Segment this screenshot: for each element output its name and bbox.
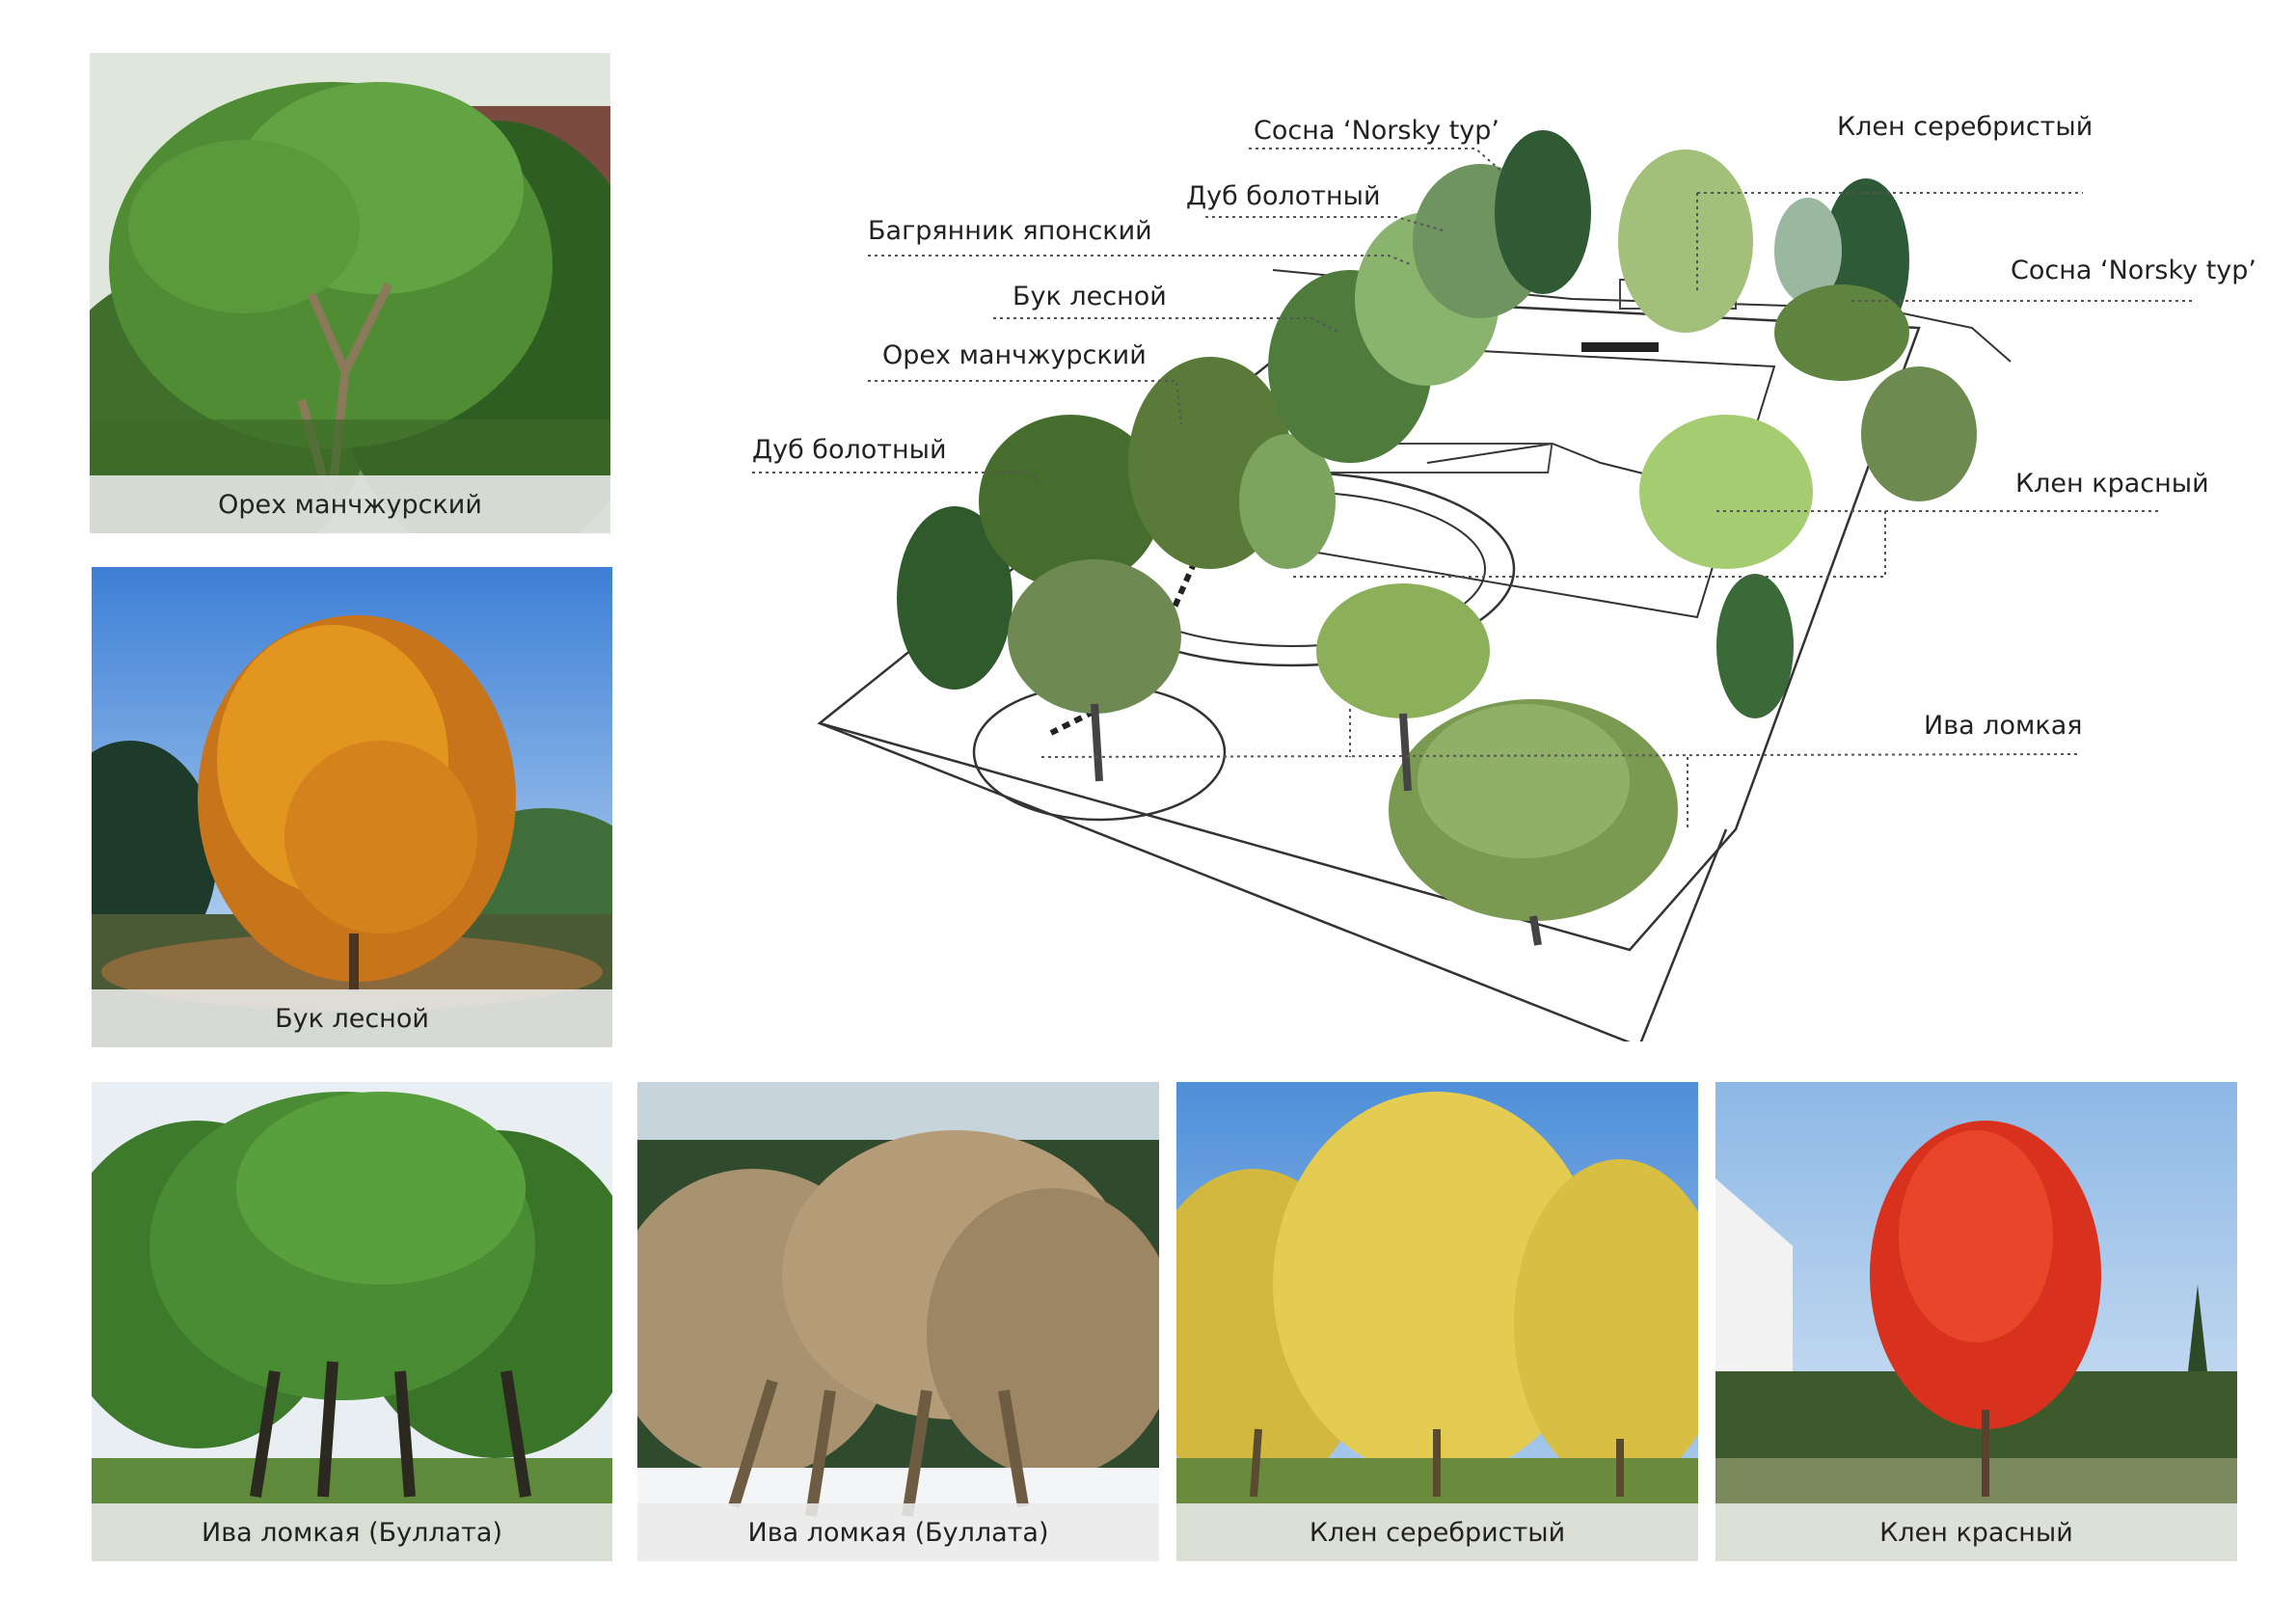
photo-manchurian-walnut: Орех манчжурский: [90, 53, 610, 533]
label-pine-right: Сосна ‘Norsky typ’: [2011, 256, 2256, 285]
label-swamp-oak-left: Дуб болотный: [752, 435, 947, 465]
garden-plan-drawing: [752, 130, 2194, 1041]
willow-summer-image: [92, 1082, 612, 1561]
label-pine-top: Сосна ‘Norsky typ’: [1254, 116, 1499, 146]
photo-silver-maple: Клен серебристый: [1176, 1082, 1698, 1561]
caption-crack-willow-winter: Ива ломкая (Буллата): [637, 1503, 1159, 1561]
label-european-beech: Бук лесной: [1013, 282, 1167, 311]
willow-winter-image: [637, 1082, 1159, 1561]
label-manchurian-walnut: Орех манчжурский: [882, 340, 1147, 370]
photo-red-maple: Клен красный: [1715, 1082, 2237, 1561]
red-maple-image: [1715, 1082, 2237, 1561]
label-crack-willow: Ива ломкая: [1924, 711, 2083, 741]
photo-crack-willow-winter: Ива ломкая (Буллата): [637, 1082, 1159, 1561]
label-japanese-redbud: Багрянник японский: [868, 216, 1152, 246]
photo-european-beech: Бук лесной: [92, 567, 612, 1047]
caption-red-maple: Клен красный: [1715, 1503, 2237, 1561]
label-red-maple: Клен красный: [2015, 469, 2209, 499]
walnut-image: [90, 53, 610, 533]
photo-crack-willow-summer: Ива ломкая (Буллата): [92, 1082, 612, 1561]
beech-image: [92, 567, 612, 1047]
caption-european-beech: Бук лесной: [92, 989, 612, 1047]
caption-crack-willow-summer: Ива ломкая (Буллата): [92, 1503, 612, 1561]
caption-manchurian-walnut: Орех манчжурский: [90, 475, 610, 533]
garden-plan: Сосна ‘Norsky typ’ Клен серебристый Дуб …: [733, 96, 2256, 1041]
silver-maple-image: [1176, 1082, 1698, 1561]
label-swamp-oak-top: Дуб болотный: [1186, 181, 1381, 211]
label-silver-maple: Клен серебристый: [1837, 112, 2093, 142]
caption-silver-maple: Клен серебристый: [1176, 1503, 1698, 1561]
